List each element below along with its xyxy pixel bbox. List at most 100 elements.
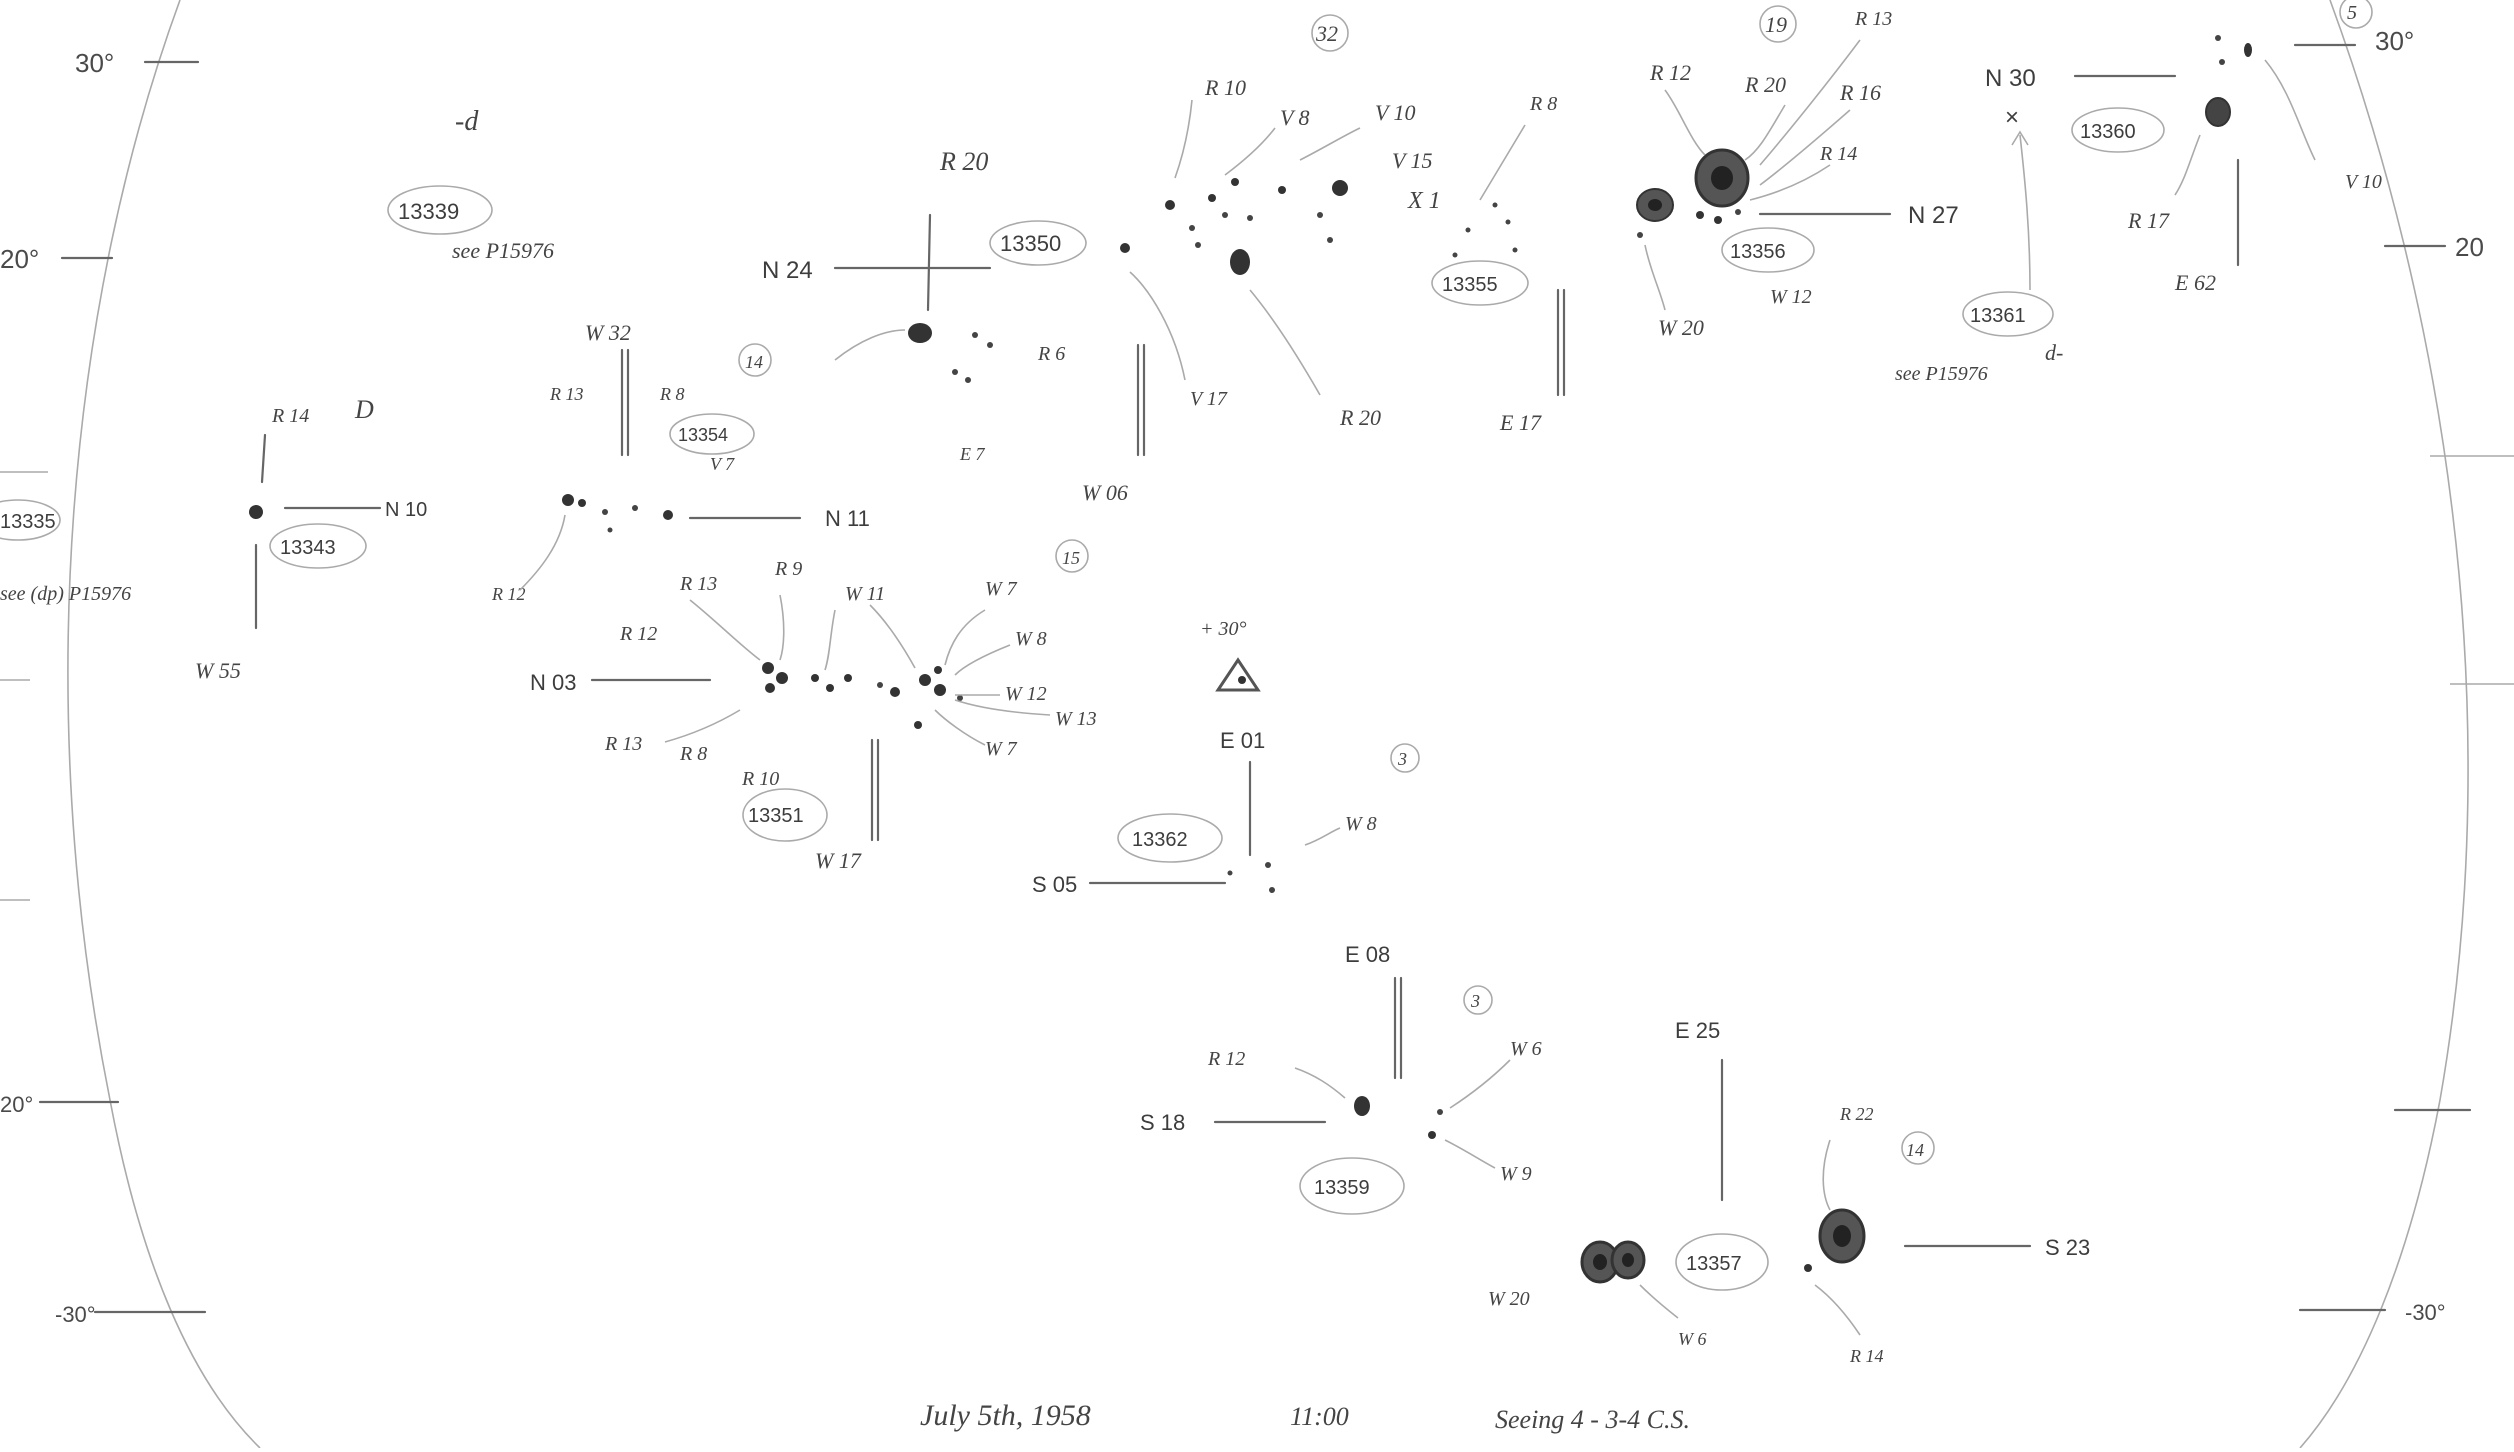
position-label: N 24	[762, 257, 813, 284]
sunspot	[1230, 249, 1250, 275]
region-id-oval	[387, 185, 493, 235]
longitude-label: E 25	[1675, 1018, 1720, 1043]
spot-label: + 30°	[1200, 618, 1247, 640]
longitude-label: W 55	[195, 658, 241, 683]
spot-label: W 20	[1658, 315, 1704, 340]
region-id-oval	[1962, 291, 2054, 337]
spot-label: R 12	[1649, 60, 1691, 85]
region-id-oval	[1431, 260, 1529, 306]
region-id: 13359	[1314, 1177, 1370, 1199]
spot-count-circle	[1901, 1131, 1935, 1165]
cross-marker: ×	[2005, 104, 2019, 131]
spot-label: V 8	[1280, 105, 1310, 130]
spot-count-circle	[1311, 14, 1349, 52]
region-id: 13354	[678, 425, 728, 445]
spot-label: R 20	[1339, 405, 1381, 430]
region-note: d-	[2045, 340, 2063, 365]
region-ref: see (dp) P15976	[0, 583, 131, 605]
region-id-oval	[1675, 1233, 1769, 1291]
spot-count-circle	[738, 343, 772, 377]
region-13339: -d 13339 see P15976	[387, 106, 554, 263]
spot-count: 14	[1906, 1140, 1924, 1160]
spot-label: R 10	[1204, 75, 1246, 100]
spot-count-circle	[2339, 0, 2373, 29]
lat-label-n30-left: 30°	[75, 48, 114, 78]
spot-label: W 7	[985, 578, 1018, 600]
observation-time: 11:00	[1290, 1402, 1349, 1431]
spot-label: W 6	[1678, 1329, 1707, 1349]
sunspot	[249, 505, 263, 519]
spot-count: 15	[1062, 548, 1080, 568]
spot-label: W 11	[845, 583, 885, 605]
region-id-oval	[742, 788, 828, 842]
position-label: N 30	[1985, 65, 2036, 92]
lat-label-s30-right: -30°	[2405, 1300, 2446, 1325]
spot-count: 5	[2347, 2, 2357, 24]
longitude-label: E 01	[1220, 728, 1265, 753]
lat-label-n20-right: 20	[2455, 232, 2484, 262]
region-id-oval	[269, 523, 367, 569]
lat-label-s20-left: 20°	[0, 1092, 33, 1117]
lat-label-s30-left: -30°	[55, 1302, 96, 1327]
observation-date: July 5th, 1958	[920, 1399, 1091, 1432]
spot-label: R 9	[774, 558, 802, 580]
longitude-label: E 17	[1499, 410, 1542, 435]
spot-count-circle	[1390, 743, 1420, 773]
spot-label: V 10	[1375, 100, 1416, 125]
longitude-label: E 08	[1345, 942, 1390, 967]
spot-label: R 13	[1854, 8, 1892, 30]
spot-label: W 9	[1500, 1163, 1532, 1185]
spot-label: V 17	[1190, 388, 1228, 410]
spot-label: R 8	[1529, 93, 1557, 115]
spot-label: W 13	[1055, 708, 1097, 730]
solar-limb-right	[2299, 0, 2469, 1449]
region-id-oval	[1299, 1157, 1405, 1215]
latitude-ticks	[0, 43, 2514, 1314]
spot-label: W 7	[985, 738, 1018, 760]
spot-label: V 10	[2345, 171, 2382, 193]
spot-label: R 14	[1819, 143, 1857, 165]
region-id: 13357	[1686, 1253, 1742, 1275]
longitude-label: W 17	[815, 848, 862, 873]
spot-label: R 20	[1744, 72, 1786, 97]
region-note: -d	[455, 106, 479, 137]
position-label: N 11	[825, 506, 870, 531]
spot-label: R 14	[1849, 1346, 1884, 1366]
spot-label: V 15	[1392, 148, 1433, 173]
spot-label: R 12	[491, 584, 526, 604]
region-ref: see P15976	[452, 238, 554, 263]
region-13359: E 08 3 R 12 W 6 S 18 W 9 13359	[1140, 942, 1542, 1215]
seeing-condition: Seeing 4 - 3-4 C.S.	[1495, 1405, 1690, 1434]
region-id: 13335	[0, 511, 56, 533]
region-13355: V 15 X 1 R 8 13355 E 17	[1392, 93, 1566, 435]
magnetic-label: R 14	[271, 405, 309, 427]
spot-label: R 13	[549, 384, 584, 404]
spot-count-circle	[1055, 539, 1089, 573]
spot-count: 3	[1397, 749, 1407, 769]
spot-label: R 16	[1839, 80, 1881, 105]
class-label: D	[354, 395, 374, 424]
spot-label: R 13	[604, 733, 642, 755]
spot-label: E 7	[959, 444, 985, 464]
region-id: 13362	[1132, 829, 1188, 851]
region-id: 13361	[1970, 305, 2026, 327]
spot-label: R 8	[659, 384, 685, 404]
solar-limb-left	[67, 0, 261, 1449]
lat-label-n20-left: 20°	[0, 244, 39, 274]
spot-label: W 12	[1770, 286, 1812, 308]
spot-label: W 12	[1005, 683, 1047, 705]
spot-label: R 10	[741, 768, 779, 790]
triangle-marker	[1215, 657, 1261, 692]
spot-label: R 6	[1037, 343, 1065, 365]
observation-footer: July 5th, 1958 11:00 Seeing 4 - 3-4 C.S.	[920, 1399, 1690, 1434]
spot-count: 32	[1315, 21, 1338, 46]
position-label: S 05	[1032, 872, 1077, 897]
spot-label: R 22	[1839, 1104, 1874, 1124]
region-ref: see P15976	[1895, 363, 1988, 385]
lat-label-n30-right: 30°	[2375, 26, 2414, 56]
spot-count-circle	[1463, 985, 1493, 1015]
region-id: 13339	[398, 199, 459, 224]
spot-count: 3	[1470, 991, 1480, 1011]
sunspot	[908, 323, 932, 343]
